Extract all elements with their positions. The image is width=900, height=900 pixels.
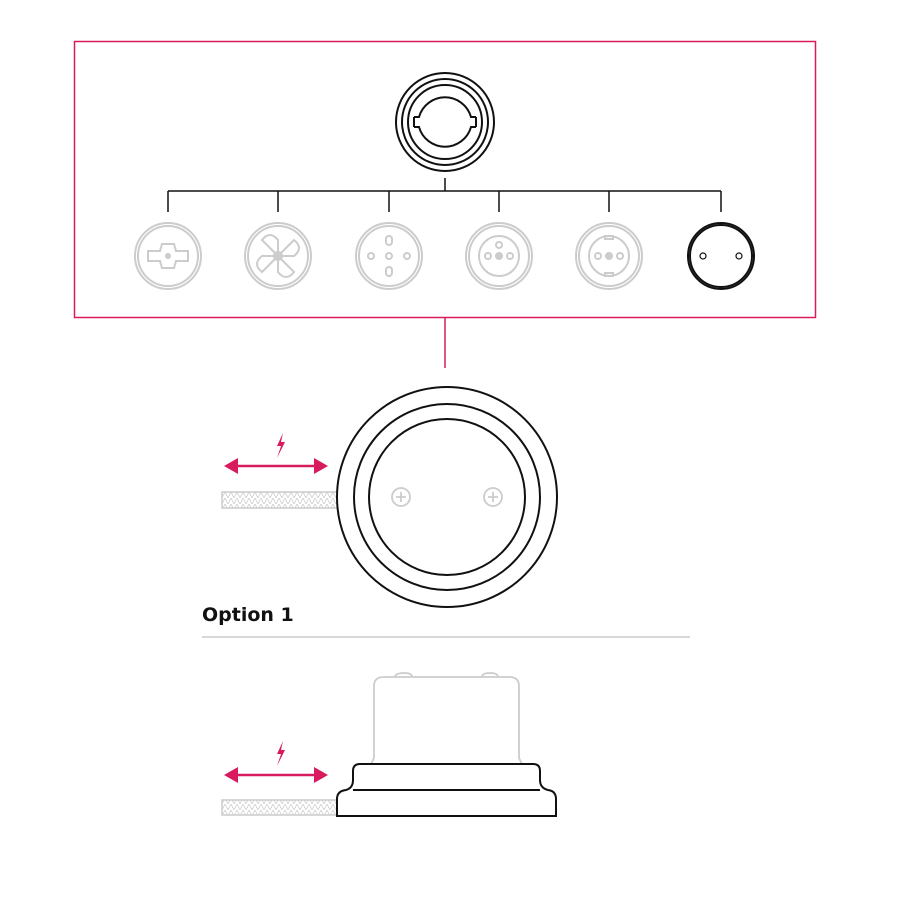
screw-icon [391,487,503,507]
rotary-switch-icon [134,222,202,290]
lightning-icon [277,741,285,766]
cable-top-view [221,491,339,509]
cover-top-view [336,386,558,608]
base-ring-icon [395,72,495,172]
option-label: Option 1 [202,604,294,626]
move-arrow-icon-side [224,741,328,783]
socket-insert-outline [370,672,523,765]
two-pin-socket-icon [355,222,423,290]
cable-side-view [221,799,339,816]
french-socket-icon [465,222,533,290]
move-arrow-icon [224,433,328,474]
four-way-switch-icon [244,222,312,290]
tree-lines [167,178,722,212]
lightning-icon [277,433,285,458]
blank-cover-icon-selected[interactable] [687,222,755,290]
schuko-socket-icon [575,222,643,290]
cover-side-view [336,763,557,817]
